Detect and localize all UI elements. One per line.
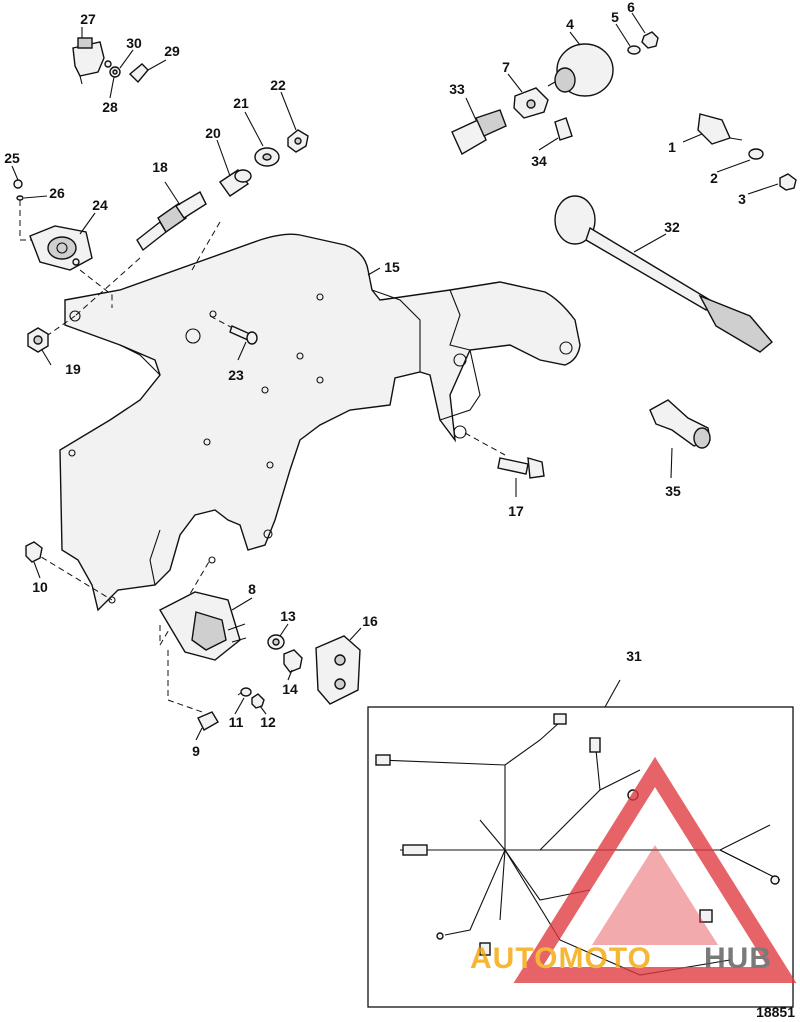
callout-33: 33: [449, 81, 465, 97]
mounting-bracket: [59, 233, 581, 612]
callout-28: 28: [102, 99, 118, 115]
callout-30: 30: [126, 35, 142, 51]
part-2-washer: [748, 148, 764, 160]
part-16-terminal-block: [315, 635, 361, 705]
callout-26: 26: [49, 185, 65, 201]
part-8-solenoid: [159, 591, 247, 661]
callout-27: 27: [80, 11, 96, 27]
part-20-bushing: [219, 169, 252, 197]
callout-25: 25: [4, 150, 20, 166]
callout-18: 18: [152, 159, 168, 175]
callout-6: 6: [627, 0, 635, 15]
callout-1: 1: [668, 139, 676, 155]
figure-number: 18851: [756, 1004, 795, 1020]
part-34-pin: [554, 117, 573, 141]
callout-10: 10: [32, 579, 48, 595]
watermark-triangle-inner: [592, 845, 718, 945]
part-4-sender: [547, 43, 614, 97]
part-3-nut: [779, 173, 797, 191]
part-18-stud: [136, 191, 207, 252]
callout-24: 24: [92, 197, 108, 213]
part-25-screw: [13, 179, 23, 189]
callout-3: 3: [738, 191, 746, 207]
callout-16: 16: [362, 613, 378, 629]
part-12-nut: [251, 693, 265, 709]
callout-23: 23: [228, 367, 244, 383]
callout-31: 31: [626, 648, 642, 664]
part-22-nut: [287, 129, 309, 153]
watermark-triangle-outer: [513, 756, 797, 983]
part-1-switch: [697, 113, 743, 145]
callout-34: 34: [531, 153, 547, 169]
part-35-sender: [649, 399, 711, 449]
callout-21: 21: [233, 95, 249, 111]
watermark-logo: AUTOMOTO HUB: [470, 756, 797, 983]
callout-11: 11: [229, 714, 244, 730]
callout-5: 5: [611, 9, 619, 25]
part-11-washer: [240, 687, 252, 697]
callout-labels: 1 2 3 4 5 6 7 8 9 10 11 12 13 14 15 16 1…: [4, 0, 746, 759]
callout-17: 17: [508, 503, 524, 519]
callout-13: 13: [280, 608, 296, 624]
callout-32: 32: [664, 219, 680, 235]
callout-22: 22: [270, 77, 286, 93]
part-24-sender: [29, 225, 93, 271]
callout-12: 12: [260, 714, 276, 730]
watermark-text-automoto: AUTOMOTO: [470, 942, 652, 975]
part-14-nut: [283, 649, 303, 673]
callout-15: 15: [384, 259, 400, 275]
part-7-fitting: [513, 87, 549, 119]
callout-8: 8: [248, 581, 256, 597]
callout-20: 20: [205, 125, 221, 141]
watermark-text-hub: HUB: [704, 942, 772, 975]
callout-9: 9: [192, 743, 200, 759]
part-23-bolt: [229, 325, 258, 345]
part-26-washer: [16, 195, 24, 201]
part-19-nut: [27, 327, 49, 353]
callout-7: 7: [502, 59, 510, 75]
callout-leaders: [11, 12, 779, 741]
callout-19: 19: [65, 361, 81, 377]
callout-2: 2: [710, 170, 718, 186]
callout-35: 35: [665, 483, 681, 499]
part-21-washer: [254, 147, 280, 167]
part-27-switch: [72, 37, 149, 85]
part-6-nut: [641, 31, 659, 49]
callout-14: 14: [282, 681, 298, 697]
part-9-bolt: [197, 711, 219, 731]
part-10-nut: [25, 541, 43, 563]
assembly-leader-lines: [19, 200, 506, 714]
part-32-sensor-lead: [554, 195, 773, 353]
part-5-washer: [627, 45, 641, 55]
part-13-washer: [267, 634, 285, 650]
callout-29: 29: [164, 43, 180, 59]
part-17-bolt: [497, 457, 545, 479]
callout-4: 4: [566, 16, 574, 32]
part-33-sensor: [451, 109, 507, 155]
